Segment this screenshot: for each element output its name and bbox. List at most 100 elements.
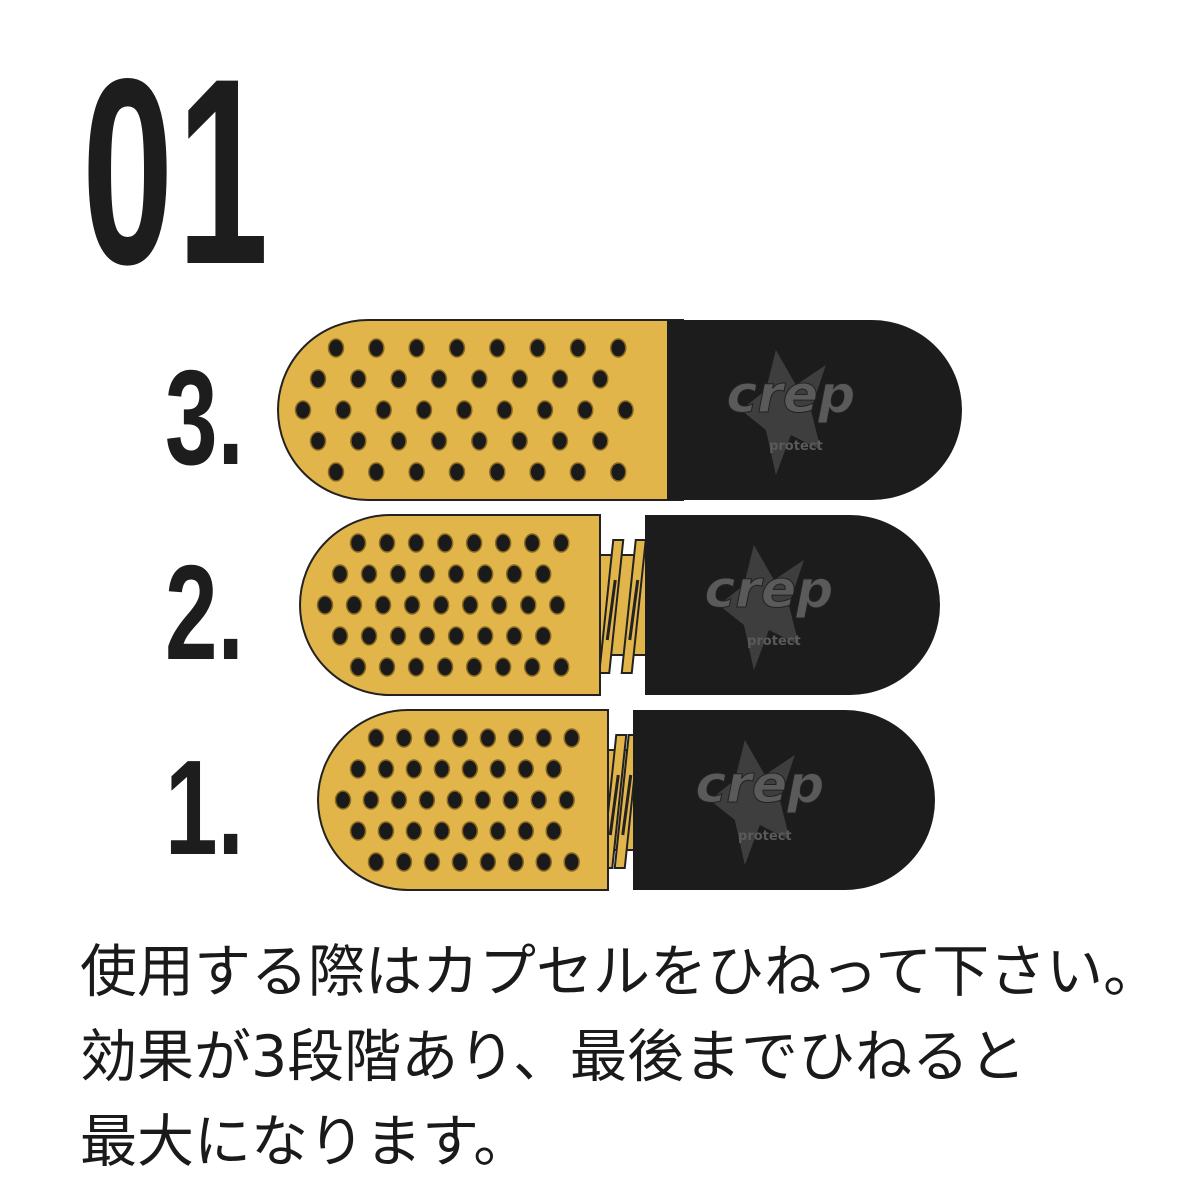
vent-hole (408, 462, 425, 482)
vent-hole (592, 369, 609, 389)
black-cap (667, 320, 962, 500)
black-cap (645, 515, 940, 695)
vent-hole (403, 595, 421, 615)
vent-hole (511, 369, 528, 389)
vent-hole (592, 431, 609, 451)
vent-hole (360, 564, 378, 584)
vent-hole (569, 462, 587, 482)
vent-hole (433, 759, 451, 779)
star-logo-icon (740, 350, 826, 475)
vent-hole (535, 728, 552, 748)
vent-hole (448, 462, 466, 482)
stage-label-1: 1. (165, 732, 244, 883)
vent-hole (389, 564, 407, 584)
vent-hole (390, 369, 407, 389)
vent-hole (529, 462, 546, 482)
vent-hole (309, 431, 327, 451)
vent-hole (374, 595, 392, 615)
logo-subtext: protect (747, 634, 801, 649)
vent-hole (408, 338, 425, 358)
vent-hole (390, 790, 408, 810)
vent-hole (563, 852, 580, 872)
spring-slot (608, 774, 620, 836)
vent-hole (418, 790, 436, 810)
vent-hole (294, 400, 312, 420)
vent-hole (349, 759, 367, 779)
vent-hole (389, 626, 407, 646)
vent-hole (535, 852, 552, 872)
logo-text: crep (704, 560, 833, 620)
vent-hole (331, 626, 349, 646)
vent-hole (479, 852, 497, 872)
vent-hole (433, 821, 451, 841)
vent-hole (349, 533, 367, 553)
vent-hole (327, 338, 345, 358)
description-line-2: 効果が3段階あり、最後までひねると (80, 1024, 1026, 1090)
vent-hole (517, 759, 534, 779)
vent-hole (551, 431, 569, 451)
stage-label-3: 3. (165, 342, 244, 493)
vent-hole (331, 564, 349, 584)
vent-hole (316, 595, 334, 615)
vent-hole (474, 790, 492, 810)
vent-hole (423, 852, 441, 872)
description-line-3: 最大になります。 (80, 1109, 531, 1175)
vent-hole (349, 821, 367, 841)
vent-hole (465, 533, 483, 553)
vent-hole (446, 790, 464, 810)
vent-hole (430, 369, 448, 389)
vent-hole (451, 728, 469, 748)
vent-hole (436, 657, 454, 677)
logo-subtext: protect (769, 439, 823, 454)
vent-hole (327, 462, 345, 482)
vent-hole (551, 369, 569, 389)
vent-hole (489, 759, 507, 779)
vent-hole (534, 564, 552, 584)
vent-hole (490, 595, 508, 615)
vent-hole (350, 431, 367, 451)
vent-hole (489, 821, 507, 841)
vent-hole (375, 400, 392, 420)
vent-hole (436, 533, 454, 553)
vent-hole (507, 728, 525, 748)
description: 使用する際はカプセルをひねって下さい。 効果が3段階あり、最後までひねると 最大… (80, 930, 1190, 1185)
vent-hole (505, 564, 523, 584)
vent-hole (519, 595, 537, 615)
vent-hole (418, 564, 436, 584)
vent-hole (558, 790, 575, 810)
vent-hole (349, 657, 367, 677)
spring-slot (605, 579, 617, 641)
vent-hole (378, 657, 396, 677)
vent-hole (476, 564, 494, 584)
vent-hole (552, 533, 570, 553)
vent-hole (494, 533, 512, 553)
vent-hole (407, 533, 425, 553)
vent-hole (368, 462, 385, 482)
vent-hole (536, 400, 554, 420)
vent-hole (530, 790, 547, 810)
vent-hole (489, 462, 506, 482)
vent-hole (418, 626, 436, 646)
vent-hole (395, 728, 413, 748)
vent-hole (471, 369, 488, 389)
logo-subtext: protect (738, 829, 792, 844)
star-logo-icon (718, 545, 804, 670)
vent-hole (367, 728, 385, 748)
vent-hole (456, 400, 473, 420)
vent-hole (610, 462, 627, 482)
vent-hole (362, 790, 380, 810)
vent-hole (523, 533, 541, 553)
vent-hole (432, 595, 450, 615)
vent-hole (617, 400, 634, 420)
vent-hole (377, 821, 395, 841)
vent-hole (496, 400, 513, 420)
black-cap (633, 710, 935, 890)
vent-hole (502, 790, 519, 810)
vent-hole (309, 369, 327, 389)
vent-hole (545, 759, 562, 779)
vent-hole (377, 759, 395, 779)
vent-hole (447, 564, 465, 584)
vent-hole (378, 533, 396, 553)
